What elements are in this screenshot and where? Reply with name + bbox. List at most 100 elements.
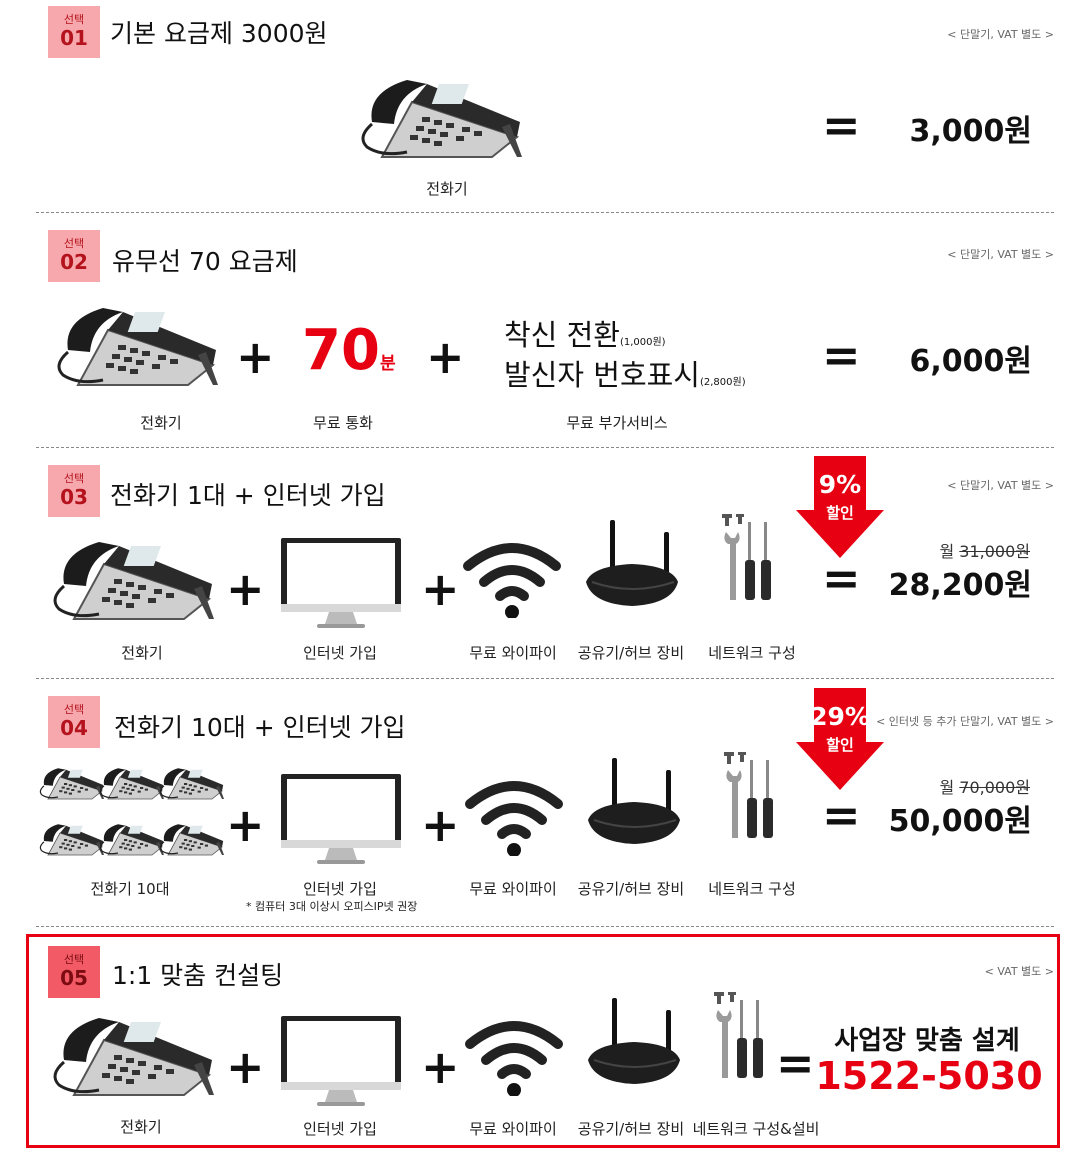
phone-label: 전화기 [121,644,163,662]
contact-phone-number[interactable]: 1522-5030 [815,1054,1043,1098]
tools-icon [712,990,772,1082]
section-02-note: < 단말기, VAT 별도 > [947,248,1054,261]
internet-note: * 컴퓨터 3대 이상시 오피스IP넷 권장 [246,900,418,913]
minutes-unit: 분 [379,354,396,374]
phone-group [36,760,220,868]
wifi-icon [464,1016,564,1096]
section-01-note: < 단말기, VAT 별도 > [947,28,1054,41]
router-label: 공유기/허브 장비 [577,880,685,898]
plus-sign: + [421,798,460,852]
free-call-label: 무료 통화 [313,414,373,432]
router-label: 공유기/허브 장비 [577,644,685,662]
section-divider [36,447,1054,448]
monitor-icon [279,536,403,630]
section-01-price: 3,000원 [909,114,1033,149]
wifi-icon [464,776,564,856]
plus-sign: + [421,562,460,616]
router-icon [584,754,684,846]
internet-label: 인터넷 가입 [303,644,377,662]
equals-sign: = [822,98,861,152]
badge-section-04: 선택 04 [48,696,100,748]
section-03-title: 전화기 1대 + 인터넷 가입 [110,481,386,510]
badge-number: 04 [60,716,88,740]
service-name: 발신자 번호표시 [504,358,700,392]
discount-percent: 29% [810,702,870,731]
section-01-title: 기본 요금제 3000원 [110,19,328,48]
plus-sign: + [421,1040,460,1094]
network-label: 네트워크 구성 [708,644,796,662]
phone-icon [36,816,104,858]
minutes-value: 70 [302,318,380,383]
section-04-note: < 인터넷 등 추가 단말기, VAT 별도 > [876,715,1054,728]
equals-sign: = [822,788,861,842]
badge-label: 선택 [63,703,85,716]
phone-label: 전화기 10대 [90,880,170,898]
internet-label: 인터넷 가입 [303,880,377,898]
network-label: 네트워크 구성 [708,880,796,898]
discount-arrow: 9% 할인 [794,456,886,558]
badge-label: 선택 [63,237,85,250]
service-name: 착신 전환 [504,318,620,352]
original-price-value: 31,000원 [959,542,1030,561]
service-caller-id: 발신자 번호표시(2,800원) [504,352,746,394]
equals-sign: = [822,551,861,605]
badge-label: 선택 [63,472,85,485]
equals-sign: = [776,1036,815,1090]
discount-percent: 9% [818,470,862,499]
tools-icon [720,512,780,604]
network-label: 네트워크 구성&설비 [692,1120,820,1138]
phone-icon [44,524,214,624]
phone-icon [44,1000,214,1100]
badge-section-02: 선택 02 [48,230,100,282]
original-price: 월 31,000원 [939,538,1030,562]
discount-label: 할인 [826,736,854,754]
badge-number: 02 [60,250,88,274]
section-03-price: 28,200원 [888,568,1032,603]
badge-number: 05 [60,966,88,990]
wifi-label: 무료 와이파이 [469,1120,557,1138]
consulting-box [26,934,1060,1148]
plus-sign: + [226,562,265,616]
phone-icon [352,62,522,162]
badge-section-01: 선택 01 [48,6,100,58]
original-price-prefix: 월 [939,542,960,561]
phone-label: 전화기 [140,414,182,432]
plus-sign: + [226,798,265,852]
phone-icon [96,760,164,802]
badge-section-05: 선택 05 [48,946,100,998]
internet-label: 인터넷 가입 [303,1120,377,1138]
section-03-note: < 단말기, VAT 별도 > [947,479,1054,492]
plus-sign: + [426,330,465,384]
section-04-title: 전화기 10대 + 인터넷 가입 [114,713,406,742]
tools-icon [722,750,782,842]
section-02-title: 유무선 70 요금제 [112,247,298,276]
wifi-label: 무료 와이파이 [469,880,557,898]
router-label: 공유기/허브 장비 [577,1120,685,1138]
section-divider [36,926,1054,927]
phone-icon [156,760,224,802]
service-call-forward: 착신 전환(1,000원) [504,312,666,354]
custom-design-headline: 사업장 맞춤 설계 [834,1026,1020,1056]
section-02-price: 6,000원 [909,344,1033,379]
badge-section-03: 선택 03 [48,465,100,517]
equals-sign: = [822,328,861,382]
wifi-label: 무료 와이파이 [469,644,557,662]
service-price: (1,000원) [619,337,666,348]
phone-icon [156,816,224,858]
original-price-value: 70,000원 [959,778,1030,797]
wifi-icon [462,538,562,618]
section-divider [36,678,1054,679]
original-price: 월 70,000원 [939,774,1030,798]
badge-label: 선택 [63,13,85,26]
service-price: (2,800원) [699,377,746,388]
discount-arrow: 29% 할인 [794,688,886,790]
badge-number: 03 [60,485,88,509]
discount-label: 할인 [826,504,854,522]
section-04-price: 50,000원 [888,804,1032,839]
badge-number: 01 [60,26,88,50]
phone-label: 전화기 [120,1118,162,1136]
monitor-icon [279,772,403,866]
section-divider [36,212,1054,213]
section-05-note: < VAT 별도 > [984,965,1054,978]
badge-label: 선택 [63,953,85,966]
